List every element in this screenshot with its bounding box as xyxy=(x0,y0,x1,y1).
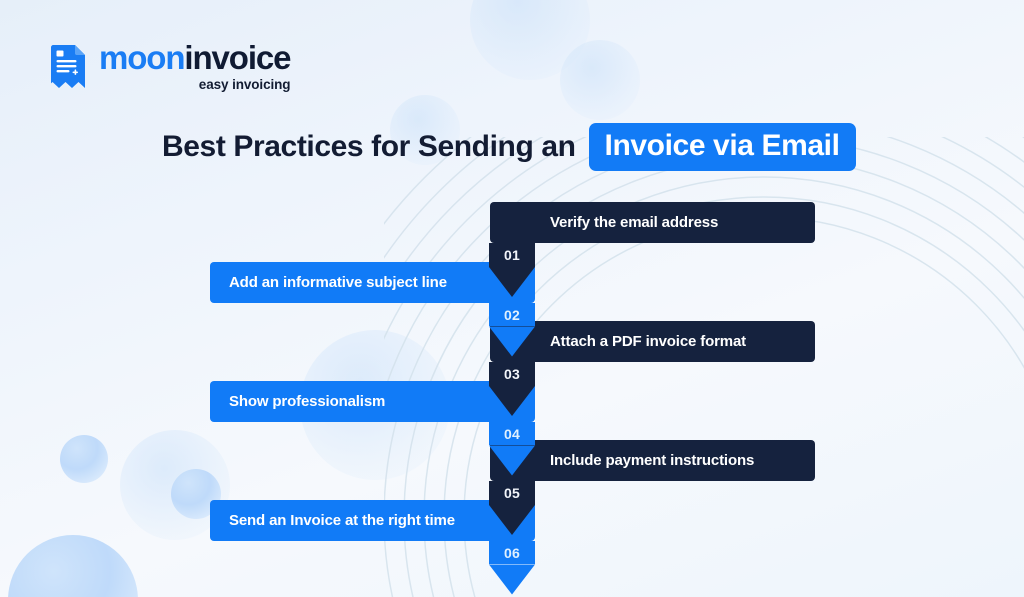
step-label: Add an informative subject line xyxy=(229,273,447,291)
step-bar: Add an informative subject line xyxy=(210,261,535,303)
step-number: 05 xyxy=(504,485,520,501)
step-bar: Verify the email address xyxy=(490,202,815,243)
step-bar: Include payment instructions xyxy=(490,440,815,481)
step-number-tail: 06 xyxy=(489,540,535,567)
page-title-highlight: Invoice via Email xyxy=(588,123,856,171)
step-number: 02 xyxy=(504,306,520,323)
brand-wordmark: mooninvoice easy invoicing xyxy=(99,39,292,92)
step-number-tail: 04 xyxy=(489,421,535,448)
step-number: 01 xyxy=(504,247,520,263)
step-bar: Send an Invoice at the right time xyxy=(210,499,535,541)
step-bar: Attach a PDF invoice format xyxy=(490,321,815,362)
page-title: Best Practices for Sending an Invoice vi… xyxy=(162,123,856,171)
step-number-tail: 02 xyxy=(489,302,535,329)
step-number: 06 xyxy=(504,544,520,561)
step-number: 03 xyxy=(504,366,520,382)
step-bar: Show professionalism xyxy=(210,380,535,422)
step-item: Verify the email address 01 xyxy=(0,202,1024,297)
step-label: Include payment instructions xyxy=(550,452,755,469)
step-number-tail: 05 xyxy=(489,481,535,507)
step-label: Verify the email address xyxy=(550,214,719,231)
page-title-plain: Best Practices for Sending an xyxy=(162,130,576,163)
step-label: Send an Invoice at the right time xyxy=(229,511,455,529)
step-label: Show professionalism xyxy=(229,392,386,410)
step-arrow-point xyxy=(489,564,535,595)
invoice-document-icon xyxy=(48,44,88,89)
brand-name-invoice: invoice xyxy=(184,39,291,76)
step-number: 04 xyxy=(504,425,520,442)
step-label: Attach a PDF invoice format xyxy=(550,333,746,350)
brand-tagline: easy invoicing xyxy=(198,77,291,92)
step-number-tail: 01 xyxy=(489,243,535,269)
brand-name-row: mooninvoice xyxy=(99,39,292,76)
brand-logo[interactable]: mooninvoice easy invoicing xyxy=(48,39,292,92)
step-number-tail: 03 xyxy=(489,362,535,388)
brand-name-moon: moon xyxy=(99,39,186,76)
